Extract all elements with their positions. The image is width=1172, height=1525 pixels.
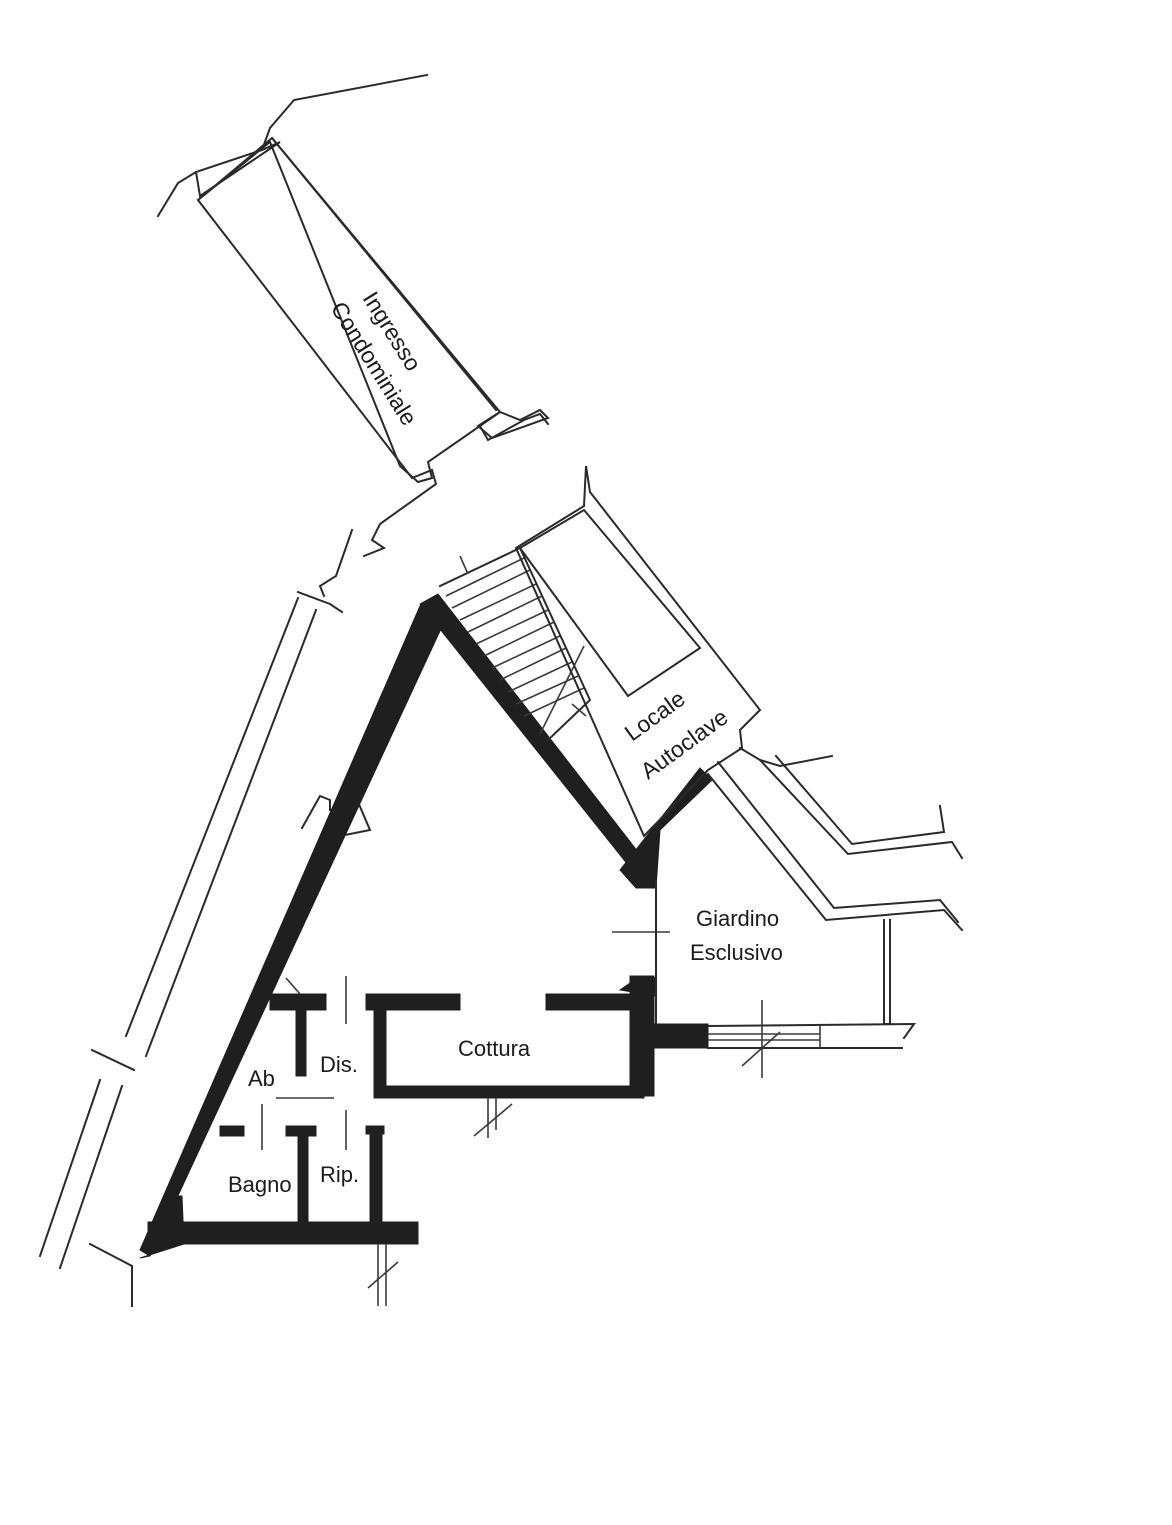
exterior-wall-break-a — [90, 1048, 136, 1072]
stair-tread-7 — [491, 635, 561, 669]
apartment-right-sill — [629, 1023, 709, 1049]
apartment-bottom-left-corner — [139, 1195, 185, 1259]
locale-autoclave-inner-box — [518, 508, 702, 698]
locale-autoclave-outline — [514, 465, 762, 838]
stair-tread-6 — [483, 621, 555, 657]
stair-break-line-b — [571, 703, 587, 717]
exterior-wall-foot — [88, 1242, 133, 1307]
room-labels: Cottura Ab Dis. Bagno Rip. — [228, 1036, 531, 1197]
garden-right-post — [883, 919, 891, 1025]
giardino-label-line1: Giardino — [696, 906, 779, 931]
wall-rip-right — [369, 1125, 383, 1227]
stair-tread-1 — [445, 557, 525, 597]
garden-wall-outer — [706, 772, 964, 932]
giardino-label-line2: Esclusivo — [690, 940, 783, 965]
cottura-bottom-wall — [373, 1085, 645, 1099]
ingresso-corridor-side-b — [270, 136, 498, 412]
exterior-wall-break-b — [38, 1078, 102, 1258]
bagno-label: Bagno — [228, 1172, 292, 1197]
giardino-esclusivo-area: Giardino Esclusivo — [655, 746, 964, 1078]
apartment-bottom-wall — [147, 1221, 419, 1245]
locale-autoclave-area: Locale Autoclave — [514, 465, 762, 838]
stair-tread-2 — [451, 569, 531, 609]
ingresso-corridor-side-a — [196, 198, 414, 480]
garden-upper-stub — [738, 746, 834, 768]
cottura-left-wall — [373, 1005, 387, 1099]
ab-label: Ab — [248, 1066, 275, 1091]
apartment-left-wall — [139, 595, 447, 1257]
stair-tread-10 — [515, 675, 579, 705]
dis-label: Dis. — [320, 1052, 358, 1077]
stair-tread-5 — [475, 609, 549, 645]
stair-tread-8 — [499, 647, 567, 681]
stair-tread-4 — [467, 595, 543, 633]
ingresso-threshold — [296, 590, 344, 614]
ingresso-condominiale-area: Ingresso Condominiale — [156, 73, 550, 614]
apartment-upper-right-wall — [419, 593, 653, 881]
wall-segment-kitchen-top-b — [365, 993, 461, 1011]
ingresso-door-jamb — [318, 528, 354, 598]
garden-upper-wall-outer — [758, 758, 964, 860]
exterior-door-stub — [300, 794, 331, 830]
door-mark-bottom-slash — [367, 1261, 399, 1289]
ingresso-right-jamb — [478, 412, 550, 442]
wall-bagno-rip-divider — [297, 1133, 309, 1227]
apartment-corner-pillar — [619, 767, 713, 889]
door-mark-ab-slant — [285, 977, 301, 995]
stair-outline — [438, 546, 592, 742]
staircase — [438, 546, 592, 742]
stair-top-mark — [459, 555, 469, 575]
wall-bagno-top-left — [219, 1125, 245, 1137]
garden-upper-wall-inner — [774, 754, 946, 846]
stair-tread-9 — [507, 661, 573, 693]
door-mark-cottura-slash — [473, 1103, 513, 1137]
exterior-wall-line-outer — [124, 596, 300, 1038]
wall-rip-right-top — [365, 1125, 385, 1135]
stair-tread-3 — [459, 583, 537, 621]
stair-break-line — [539, 645, 585, 735]
pilaster-giardino — [618, 975, 657, 997]
exterior-wall-line-inner — [144, 608, 318, 1058]
door-marks — [261, 931, 670, 1306]
wall-ab-dis-divider — [295, 1007, 307, 1077]
garden-slash — [741, 1031, 781, 1067]
exterior-wall-lower-outer — [58, 1084, 124, 1270]
garden-wall-inner — [716, 760, 960, 924]
ingresso-step — [362, 468, 438, 558]
stair-tread-11 — [523, 687, 585, 717]
rip-label: Rip. — [320, 1162, 359, 1187]
garden-bottom-edge — [706, 1022, 916, 1040]
exterior-left-wall — [38, 596, 372, 1307]
cottura-label: Cottura — [458, 1036, 531, 1061]
wall-segment-kitchen-top-c — [545, 993, 633, 1011]
ingresso-outer-top-wall — [156, 73, 429, 218]
apartment-walls — [139, 593, 713, 1259]
